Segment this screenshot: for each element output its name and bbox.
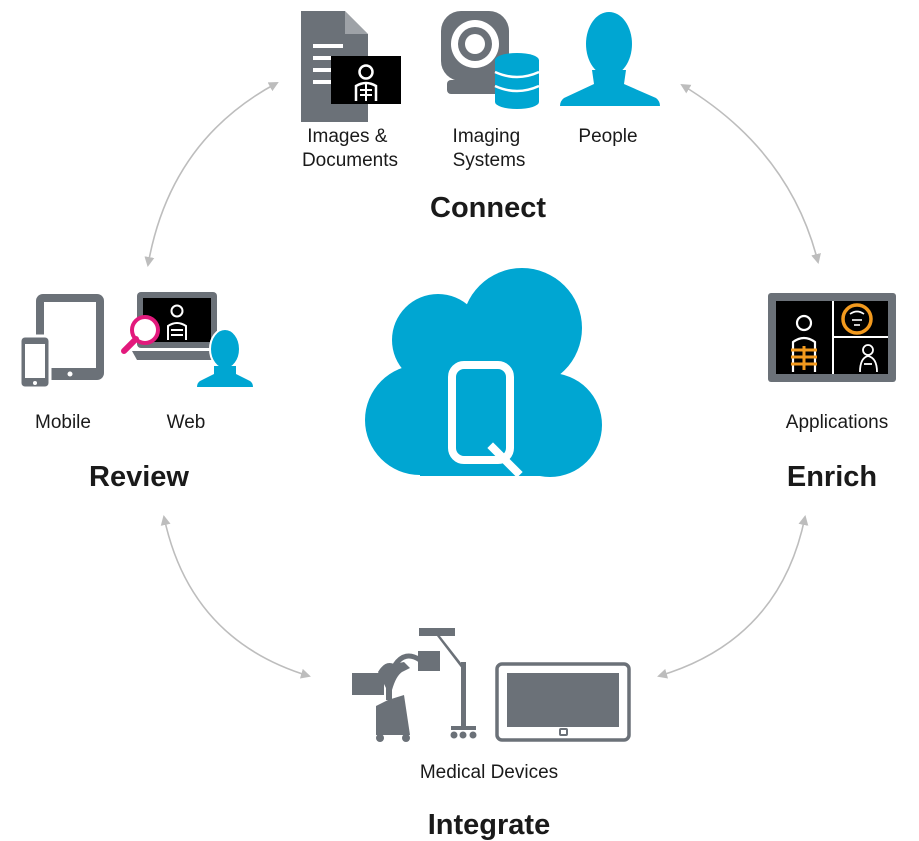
cloud-q-logo-icon	[365, 268, 602, 478]
label-mobile: Mobile	[35, 412, 91, 433]
label-medical-devices: Medical Devices	[420, 762, 558, 783]
title-review: Review	[89, 461, 189, 493]
radiology-viewer-application-icon	[768, 293, 896, 382]
cycle-arrows	[144, 82, 821, 679]
title-enrich: Enrich	[787, 461, 877, 493]
document-xray-icon	[301, 11, 401, 122]
arrow-review-integrate	[160, 515, 311, 679]
label-imaging-systems: Imaging Systems	[453, 126, 526, 171]
title-connect: Connect	[430, 192, 546, 224]
arrow-connect-review	[144, 82, 279, 267]
person-silhouette-icon	[560, 12, 660, 106]
arrow-connect-enrich	[680, 83, 821, 264]
title-integrate: Integrate	[428, 809, 550, 841]
tablet-phone-icon	[18, 294, 104, 390]
label-images-documents: Images & Documents	[302, 126, 398, 171]
laptop-xray-magnifier-user-icon	[121, 292, 253, 387]
label-web: Web	[167, 412, 206, 433]
label-applications: Applications	[786, 412, 888, 433]
arrow-enrich-integrate	[657, 515, 809, 679]
surgical-cart-icon	[352, 628, 477, 742]
imaging-scanner-database-icon	[441, 11, 540, 109]
medical-display-tablet-icon	[495, 662, 631, 742]
label-people: People	[578, 126, 637, 147]
